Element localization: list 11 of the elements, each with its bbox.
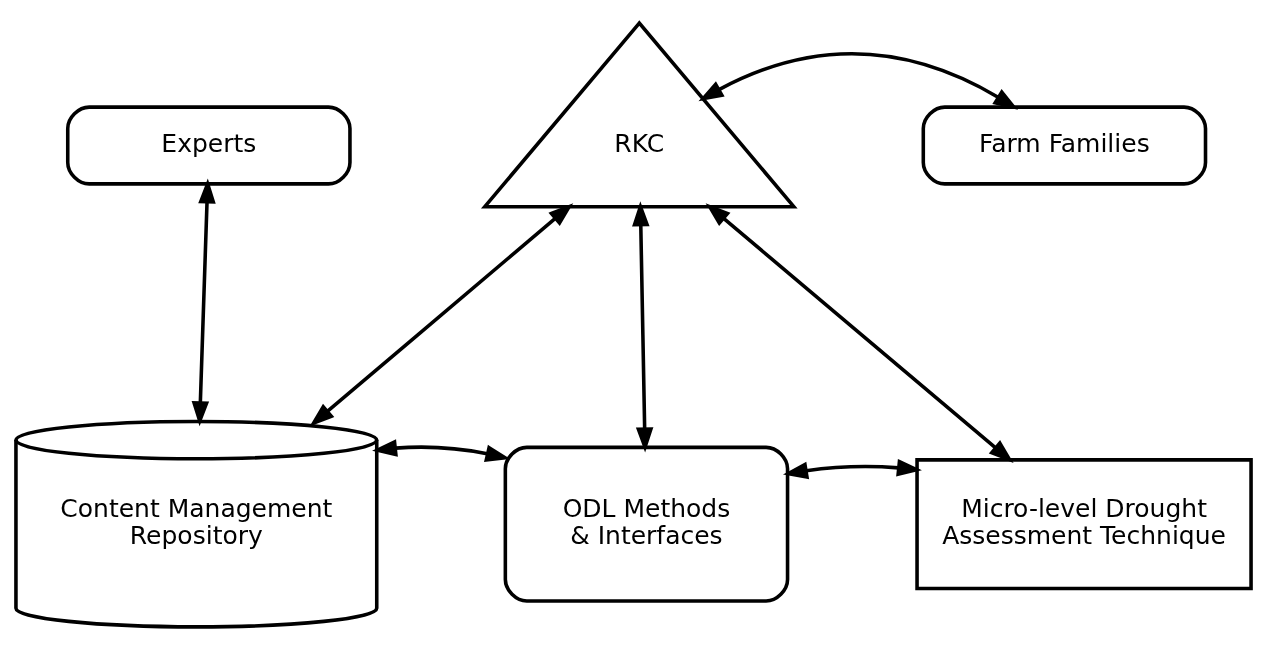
- node-box: Experts: [65, 104, 352, 186]
- arrow: [309, 202, 574, 427]
- node-box: Farm Families: [921, 104, 1208, 186]
- arrow: [372, 438, 511, 462]
- arrow: [632, 200, 654, 452]
- node-box: ODL Methods & Interfaces: [503, 445, 790, 603]
- node-box: Micro-level Drought Assessment Technique: [915, 457, 1253, 590]
- arrow: [698, 51, 1019, 110]
- arrow: [783, 458, 922, 479]
- arrow: [705, 202, 1014, 463]
- arrow: [191, 178, 216, 426]
